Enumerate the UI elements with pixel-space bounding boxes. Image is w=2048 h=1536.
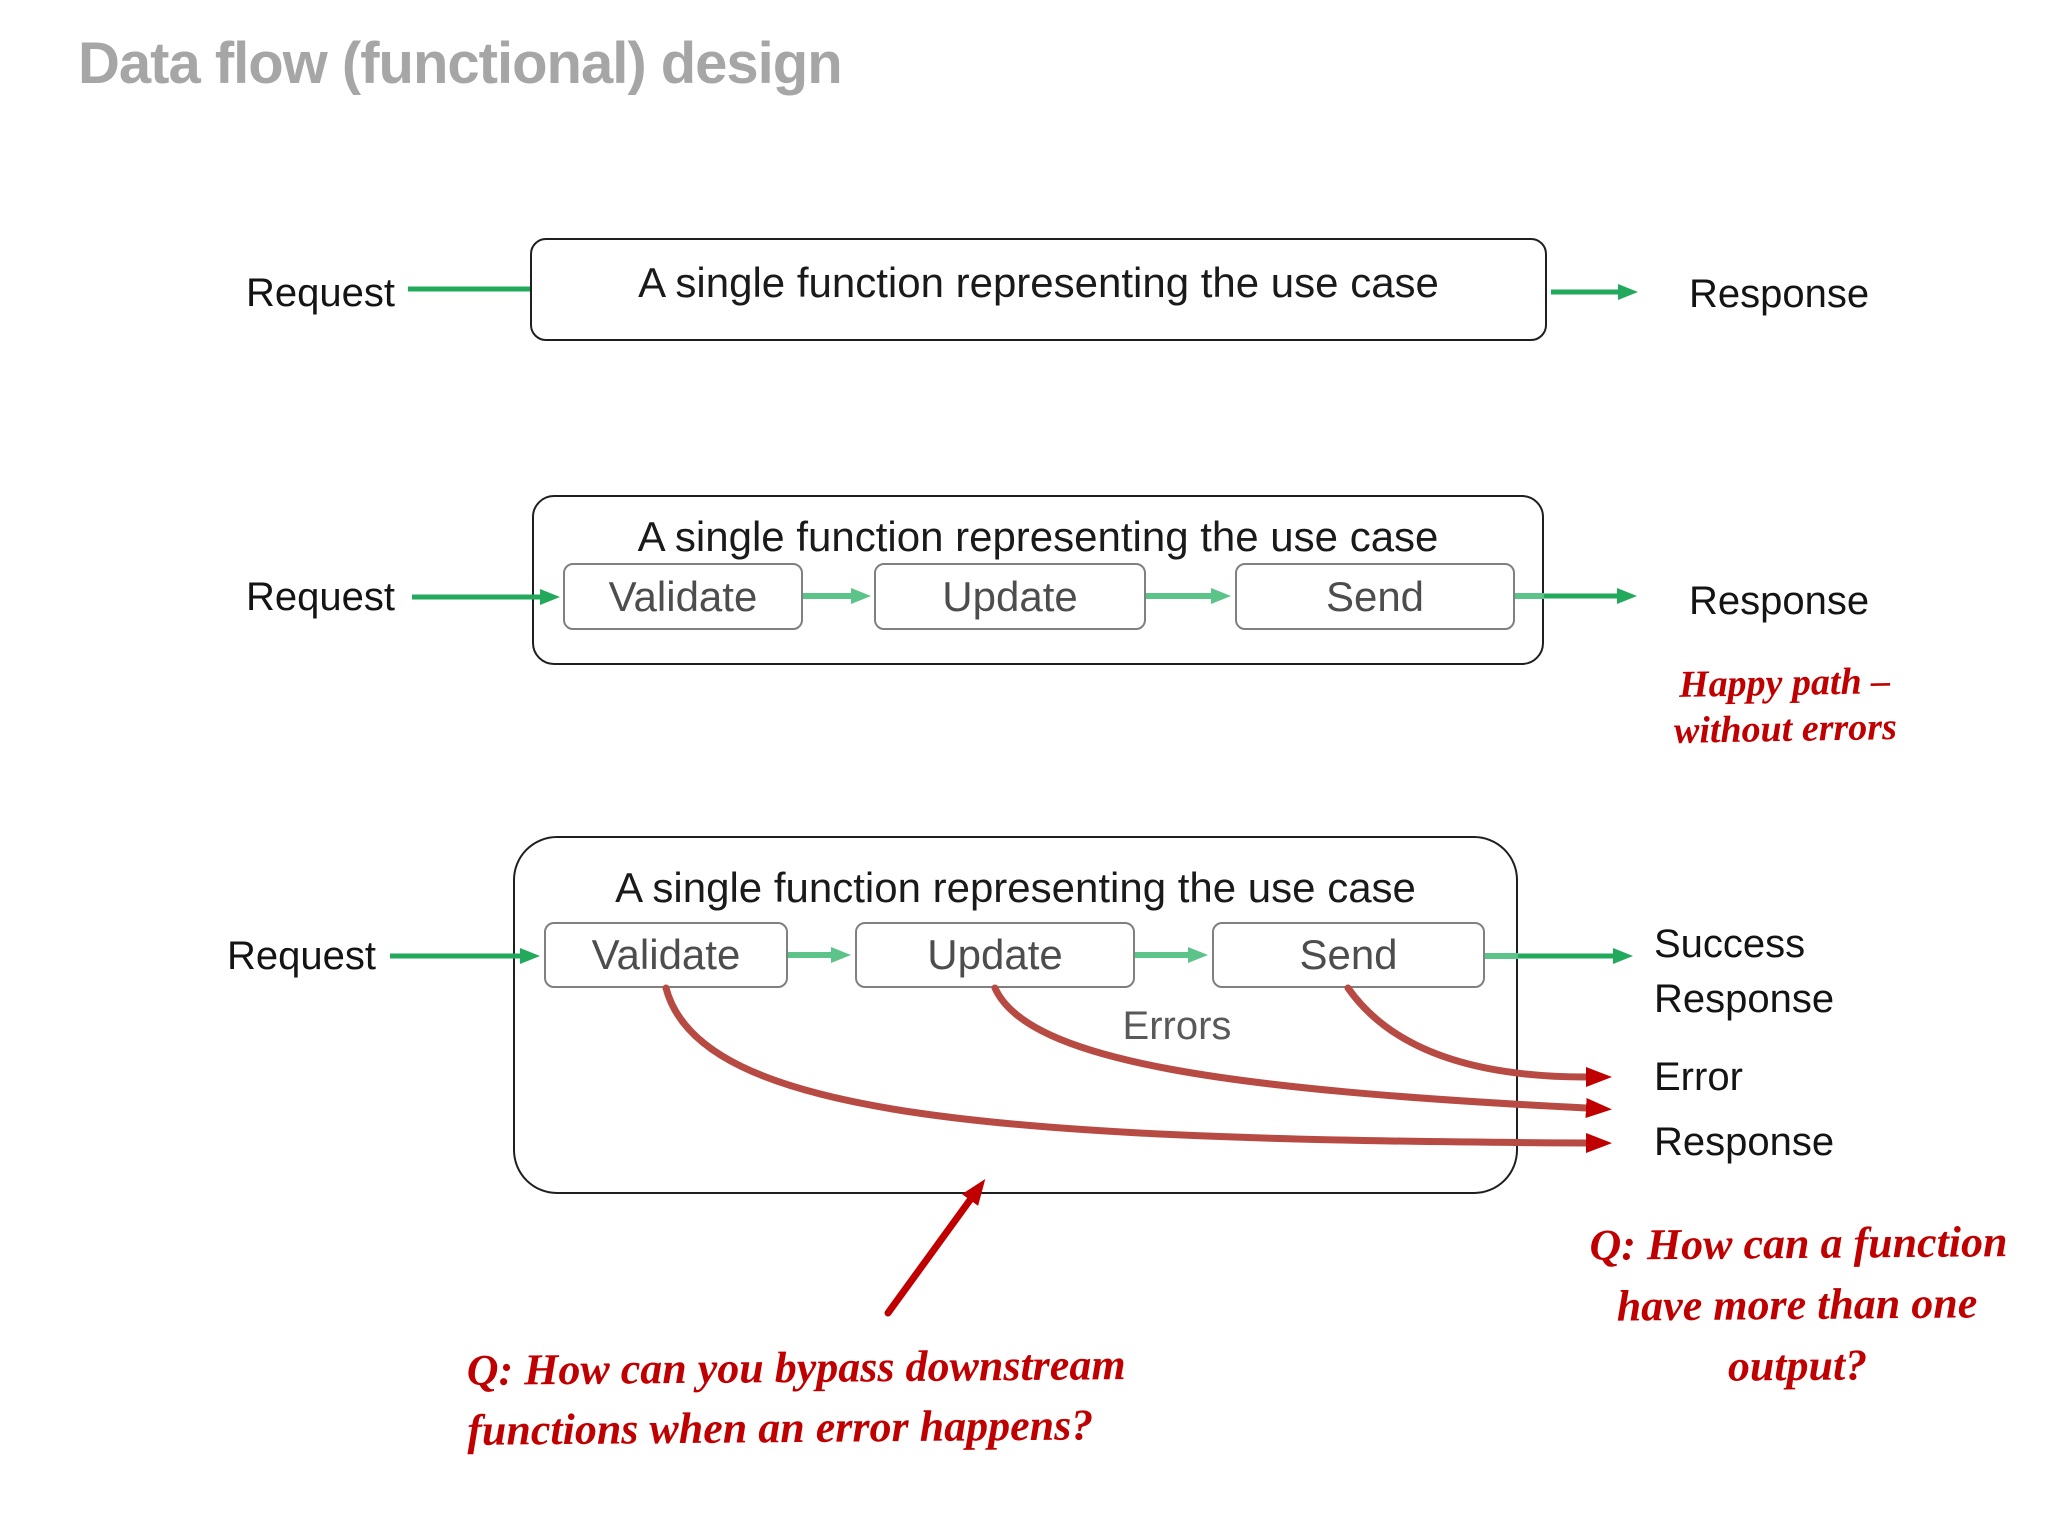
d2-function-box	[532, 495, 1544, 665]
d3-question-bottom-line1: Q: How can you bypass downstream	[466, 1340, 1126, 1395]
d1-function-box	[530, 238, 1547, 341]
d3-step-send: Send	[1212, 922, 1485, 988]
d3-question-bottom-line2: functions when an error happens?	[467, 1400, 1094, 1455]
d3-success-line1: Success	[1654, 922, 1806, 966]
page-title: Data flow (functional) design	[78, 31, 843, 96]
d3-request-label: Request	[227, 934, 376, 978]
d3-question-right-line3: output?	[1727, 1340, 1868, 1391]
d3-success-line2: Response	[1654, 977, 1835, 1021]
d3-step-validate: Validate	[544, 922, 788, 988]
d2-happy-path-note-line2: without errors	[1673, 706, 1898, 752]
d3-step-update: Update	[855, 922, 1135, 988]
d3-error-label: Error	[1654, 1055, 1743, 1099]
d2-request-label: Request	[246, 575, 395, 619]
d3-success-response-label: Success Response	[1654, 917, 1834, 1027]
d3-annotation-arrow	[884, 1178, 986, 1317]
d3-question-right: Q: How can a function have more than one…	[1589, 1211, 2008, 1398]
d3-function-box-title: A single function representing the use c…	[615, 864, 1416, 911]
d3-errors-label: Errors	[1122, 1004, 1232, 1048]
d2-step-validate: Validate	[563, 563, 803, 630]
d1-request-label: Request	[246, 271, 395, 315]
d2-happy-path-note: Happy path – without errors	[1659, 658, 1911, 754]
d3-question-right-line1: Q: How can a function	[1589, 1217, 2008, 1270]
d2-step-send: Send	[1235, 563, 1515, 630]
d2-step-update: Update	[874, 563, 1146, 630]
d2-response-label: Response	[1689, 579, 1870, 623]
d3-question-right-line2: have more than one	[1616, 1278, 1978, 1331]
d3-error-response-label: Response	[1654, 1120, 1835, 1164]
d3-question-bottom: Q: How can you bypass downstream functio…	[466, 1335, 1126, 1461]
d1-response-label: Response	[1689, 272, 1870, 316]
d1-function-box-title: A single function representing the use c…	[638, 259, 1439, 306]
d2-happy-path-note-line1: Happy path –	[1678, 660, 1891, 706]
d2-function-box-title: A single function representing the use c…	[637, 513, 1439, 560]
